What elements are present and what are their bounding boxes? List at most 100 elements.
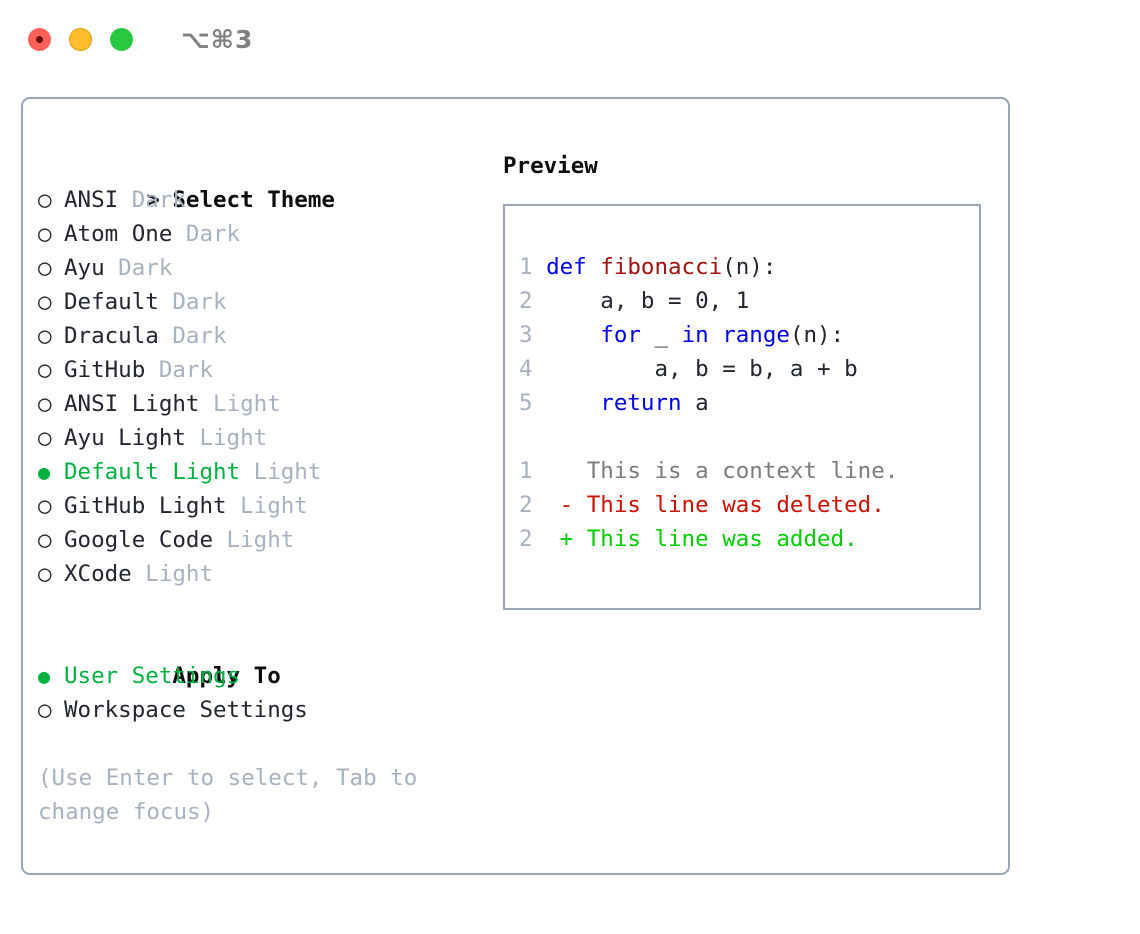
radio-unselected-icon: ○ [38, 289, 52, 315]
radio-unselected-icon: ○ [38, 187, 52, 213]
code-line: 1 def fibonacci(n): [519, 250, 979, 284]
select-theme-heading: > Select Theme [38, 149, 468, 213]
theme-option-ansi[interactable]: ○ ANSI Dark [38, 183, 468, 217]
theme-selector-panel: > Select Theme ○ANSI Dark○Atom One Dark○… [21, 97, 1010, 875]
preview-column: Preview 1 def fibonacci(n):2 a, b = 0, 1… [503, 149, 993, 610]
radio-unselected-icon: ○ [38, 527, 52, 553]
close-button[interactable] [28, 27, 51, 51]
theme-option-label: Ayu Light [64, 425, 186, 451]
diff-line-text: This is a context line. [532, 458, 899, 484]
theme-option-label: Default [64, 289, 159, 315]
theme-option-tag: Light [199, 391, 281, 417]
apply-to-heading: Apply To [38, 625, 468, 689]
theme-option-label: Default Light [64, 459, 241, 485]
theme-option-ansi-light[interactable]: ○ ANSI Light Light [38, 387, 468, 421]
theme-option-tag: Dark [118, 187, 186, 213]
code-line-number: 2 [519, 288, 533, 314]
theme-option-label: XCode [64, 561, 132, 587]
theme-option-dracula[interactable]: ○ Dracula Dark [38, 319, 468, 353]
code-line-number: 4 [519, 356, 533, 382]
code-line: 4 a, b = b, a + b [519, 352, 979, 386]
code-token: in [681, 322, 709, 348]
theme-option-tag: Light [185, 425, 268, 451]
radio-selected-icon: ● [38, 460, 51, 484]
theme-list-column: > Select Theme ○ANSI Dark○Atom One Dark○… [38, 149, 468, 829]
theme-option-default-light[interactable]: ● Default Light Light [38, 455, 468, 489]
theme-option-tag: Light [240, 459, 322, 485]
zoom-button[interactable] [110, 27, 133, 51]
radio-unselected-icon: ○ [38, 561, 52, 587]
radio-selected-icon: ● [38, 664, 51, 688]
theme-option-tag: Dark [158, 323, 227, 349]
theme-option-label: ANSI Light [64, 391, 200, 417]
radio-unselected-icon: ○ [38, 391, 52, 417]
code-token: def [546, 254, 601, 280]
keyboard-shortcut-label: ⌥⌘3 [181, 24, 254, 54]
code-token [709, 322, 723, 348]
window-titlebar: ⌥⌘3 [0, 0, 1140, 78]
theme-option-tag: Dark [145, 357, 214, 383]
theme-option-ayu[interactable]: ○ Ayu Dark [38, 251, 468, 285]
code-line-number: 1 [519, 254, 533, 280]
theme-option-ayu-light[interactable]: ○ Ayu Light Light [38, 421, 468, 455]
theme-option-tag: Dark [172, 221, 241, 247]
code-line: 3 for _ in range(n): [519, 318, 979, 352]
code-token: range [722, 322, 790, 348]
theme-option-xcode[interactable]: ○XCode Light [38, 557, 468, 591]
preview-gap [519, 420, 979, 454]
theme-option-label: ANSI [64, 187, 119, 213]
radio-unselected-icon: ○ [38, 255, 52, 281]
code-line-number: 5 [519, 390, 533, 416]
theme-option-label: GitHub [64, 357, 146, 383]
theme-option-list: ○ ANSI Dark ○ Atom One Dark ○ Ayu Dark ○ Defaul… [38, 183, 468, 591]
radio-unselected-icon: ○ [38, 323, 52, 349]
code-line: 5 return a [519, 386, 979, 420]
code-token: a, b = b, a + b [546, 356, 858, 382]
theme-option-atom-one[interactable]: ○ Atom One Dark [38, 217, 468, 251]
apply-to-option-label: User Settings [64, 663, 241, 689]
traffic-lights [28, 27, 133, 51]
diff-line: 2 - This line was deleted. [519, 488, 979, 522]
radio-unselected-icon: ○ [38, 221, 52, 247]
code-token: return [600, 390, 682, 416]
theme-option-github-light[interactable]: ○GitHub Light Light [38, 489, 468, 523]
heading-caret-icon: > [146, 187, 174, 213]
code-token: _ [640, 322, 682, 348]
radio-unselected-icon: ○ [38, 425, 52, 451]
list-spacer [38, 591, 468, 625]
theme-option-default[interactable]: ○Default Dark [38, 285, 468, 319]
apply-to-heading-label: Apply To [172, 663, 281, 689]
theme-option-label: Google Code [64, 527, 214, 553]
theme-option-tag: Light [213, 527, 295, 553]
apply-to-option-workspace-settings[interactable]: ○ Workspace Settings [38, 693, 468, 727]
theme-option-google-code[interactable]: ○ Google Code Light [38, 523, 468, 557]
diff-line-text: - This line was deleted. [532, 492, 885, 518]
code-token: (n): [789, 322, 845, 348]
minimize-button[interactable] [69, 27, 92, 51]
apply-to-option-label: Workspace Settings [64, 697, 308, 723]
keyboard-hint-text: (Use Enter to select, Tab to change focu… [38, 765, 431, 825]
select-theme-heading-label: Select Theme [172, 187, 335, 213]
apply-to-option-list: ● User Settings ○ Workspace Settings [38, 659, 468, 727]
theme-option-github[interactable]: ○ GitHub Dark [38, 353, 468, 387]
code-token: fibonacci [600, 254, 723, 280]
theme-option-label: Atom One [64, 221, 173, 247]
diff-line: 2 + This line was added. [519, 522, 979, 556]
code-line-number: 3 [519, 322, 533, 348]
radio-unselected-icon: ○ [38, 493, 52, 519]
diff-sample: 1 This is a context line.2 - This line w… [519, 454, 979, 556]
theme-option-tag: Dark [104, 255, 173, 281]
theme-option-label: Dracula [64, 323, 159, 349]
apply-to-option-user-settings[interactable]: ● User Settings [38, 659, 468, 693]
hint-spacer [38, 727, 468, 761]
radio-unselected-icon: ○ [38, 697, 52, 723]
diff-line: 1 This is a context line. [519, 454, 979, 488]
diff-line-number: 2 [519, 492, 533, 518]
theme-option-tag: Light [226, 493, 308, 519]
radio-unselected-icon: ○ [38, 357, 52, 383]
theme-option-label: Ayu [64, 255, 105, 281]
diff-line-text: + This line was added. [532, 526, 858, 552]
